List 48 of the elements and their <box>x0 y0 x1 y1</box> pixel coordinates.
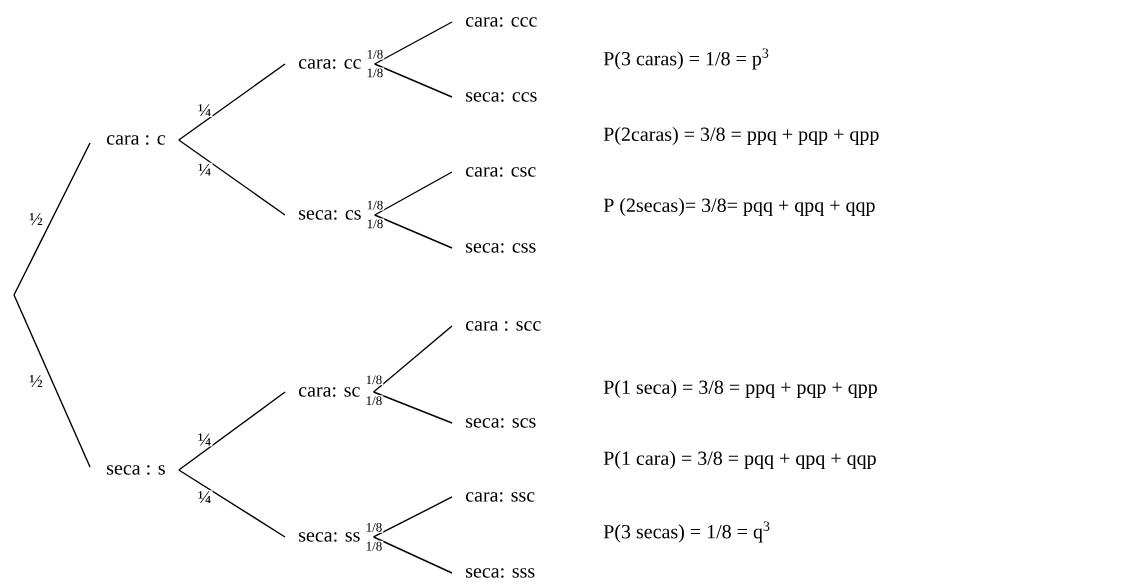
branch-line <box>178 391 286 471</box>
branch-line <box>373 63 453 98</box>
outcome-label: seca: ss <box>299 532 360 542</box>
outcome-label: seca: scs <box>466 418 536 428</box>
outcome-label: seca: cs <box>299 210 361 220</box>
branch-probability: ¼ <box>198 163 211 176</box>
outcome-label: seca: css <box>466 243 536 253</box>
branch-probability: 1/8 <box>366 396 382 406</box>
outcome-label: seca: ccs <box>466 92 537 102</box>
branch-probability: ¼ <box>198 491 211 504</box>
outcome-label: cara: ssc <box>465 492 535 502</box>
outcome-label: cara: csc <box>465 167 536 177</box>
branch-line <box>372 391 453 424</box>
outcome-label: cara: sc <box>298 387 360 397</box>
outcome-label: seca : s <box>107 465 165 475</box>
branch-line <box>373 21 453 65</box>
branch-line <box>372 536 453 574</box>
outcome-label: cara: cc <box>298 59 361 69</box>
branch-probability: 1/8 <box>366 523 382 532</box>
branch-line <box>178 139 286 216</box>
branch-probability: ¼ <box>198 104 211 116</box>
probability-formula: P (2secas)= 3/8= pqq + qpq + qqp <box>603 197 875 217</box>
branch-probability: 1/8 <box>367 68 383 78</box>
branch-probability: 1/8 <box>367 219 383 229</box>
branch-probability: 1/8 <box>367 49 383 59</box>
branch-line <box>372 325 453 393</box>
branch-probability: ½ <box>29 375 43 387</box>
branch-line <box>178 469 286 538</box>
probability-formula: P(1 cara) = 3/8 = pqq + qpq + qqp <box>603 450 876 470</box>
outcome-label: cara : scc <box>465 321 541 331</box>
branch-line <box>178 63 286 141</box>
probability-formula: P(2caras) = 3/8 = ppq + pqp + qpp <box>603 126 879 146</box>
branch-probability: 1/8 <box>367 200 383 210</box>
branch-probability: ¼ <box>198 433 211 446</box>
branch-line <box>374 214 453 249</box>
outcome-label: seca: sss <box>466 568 535 578</box>
probability-formula: P(3 caras) = 1/8 = p$^{3}$ <box>603 48 769 70</box>
branch-probability: 1/8 <box>366 375 382 385</box>
outcome-label: cara : c <box>106 135 165 145</box>
branch-probability: 1/8 <box>366 541 382 551</box>
branch-probability: ½ <box>29 213 43 225</box>
branch-line <box>13 142 91 296</box>
branch-line <box>374 171 453 216</box>
probability-formula: P(1 seca) = 3/8 = ppq + pqp + qpp <box>603 379 877 399</box>
branch-line <box>372 496 453 538</box>
probability-formula: P(3 secas) = 1/8 = q$^{3}$ <box>603 521 770 543</box>
branch-line <box>13 294 91 468</box>
outcome-label: cara: ccc <box>465 17 537 27</box>
